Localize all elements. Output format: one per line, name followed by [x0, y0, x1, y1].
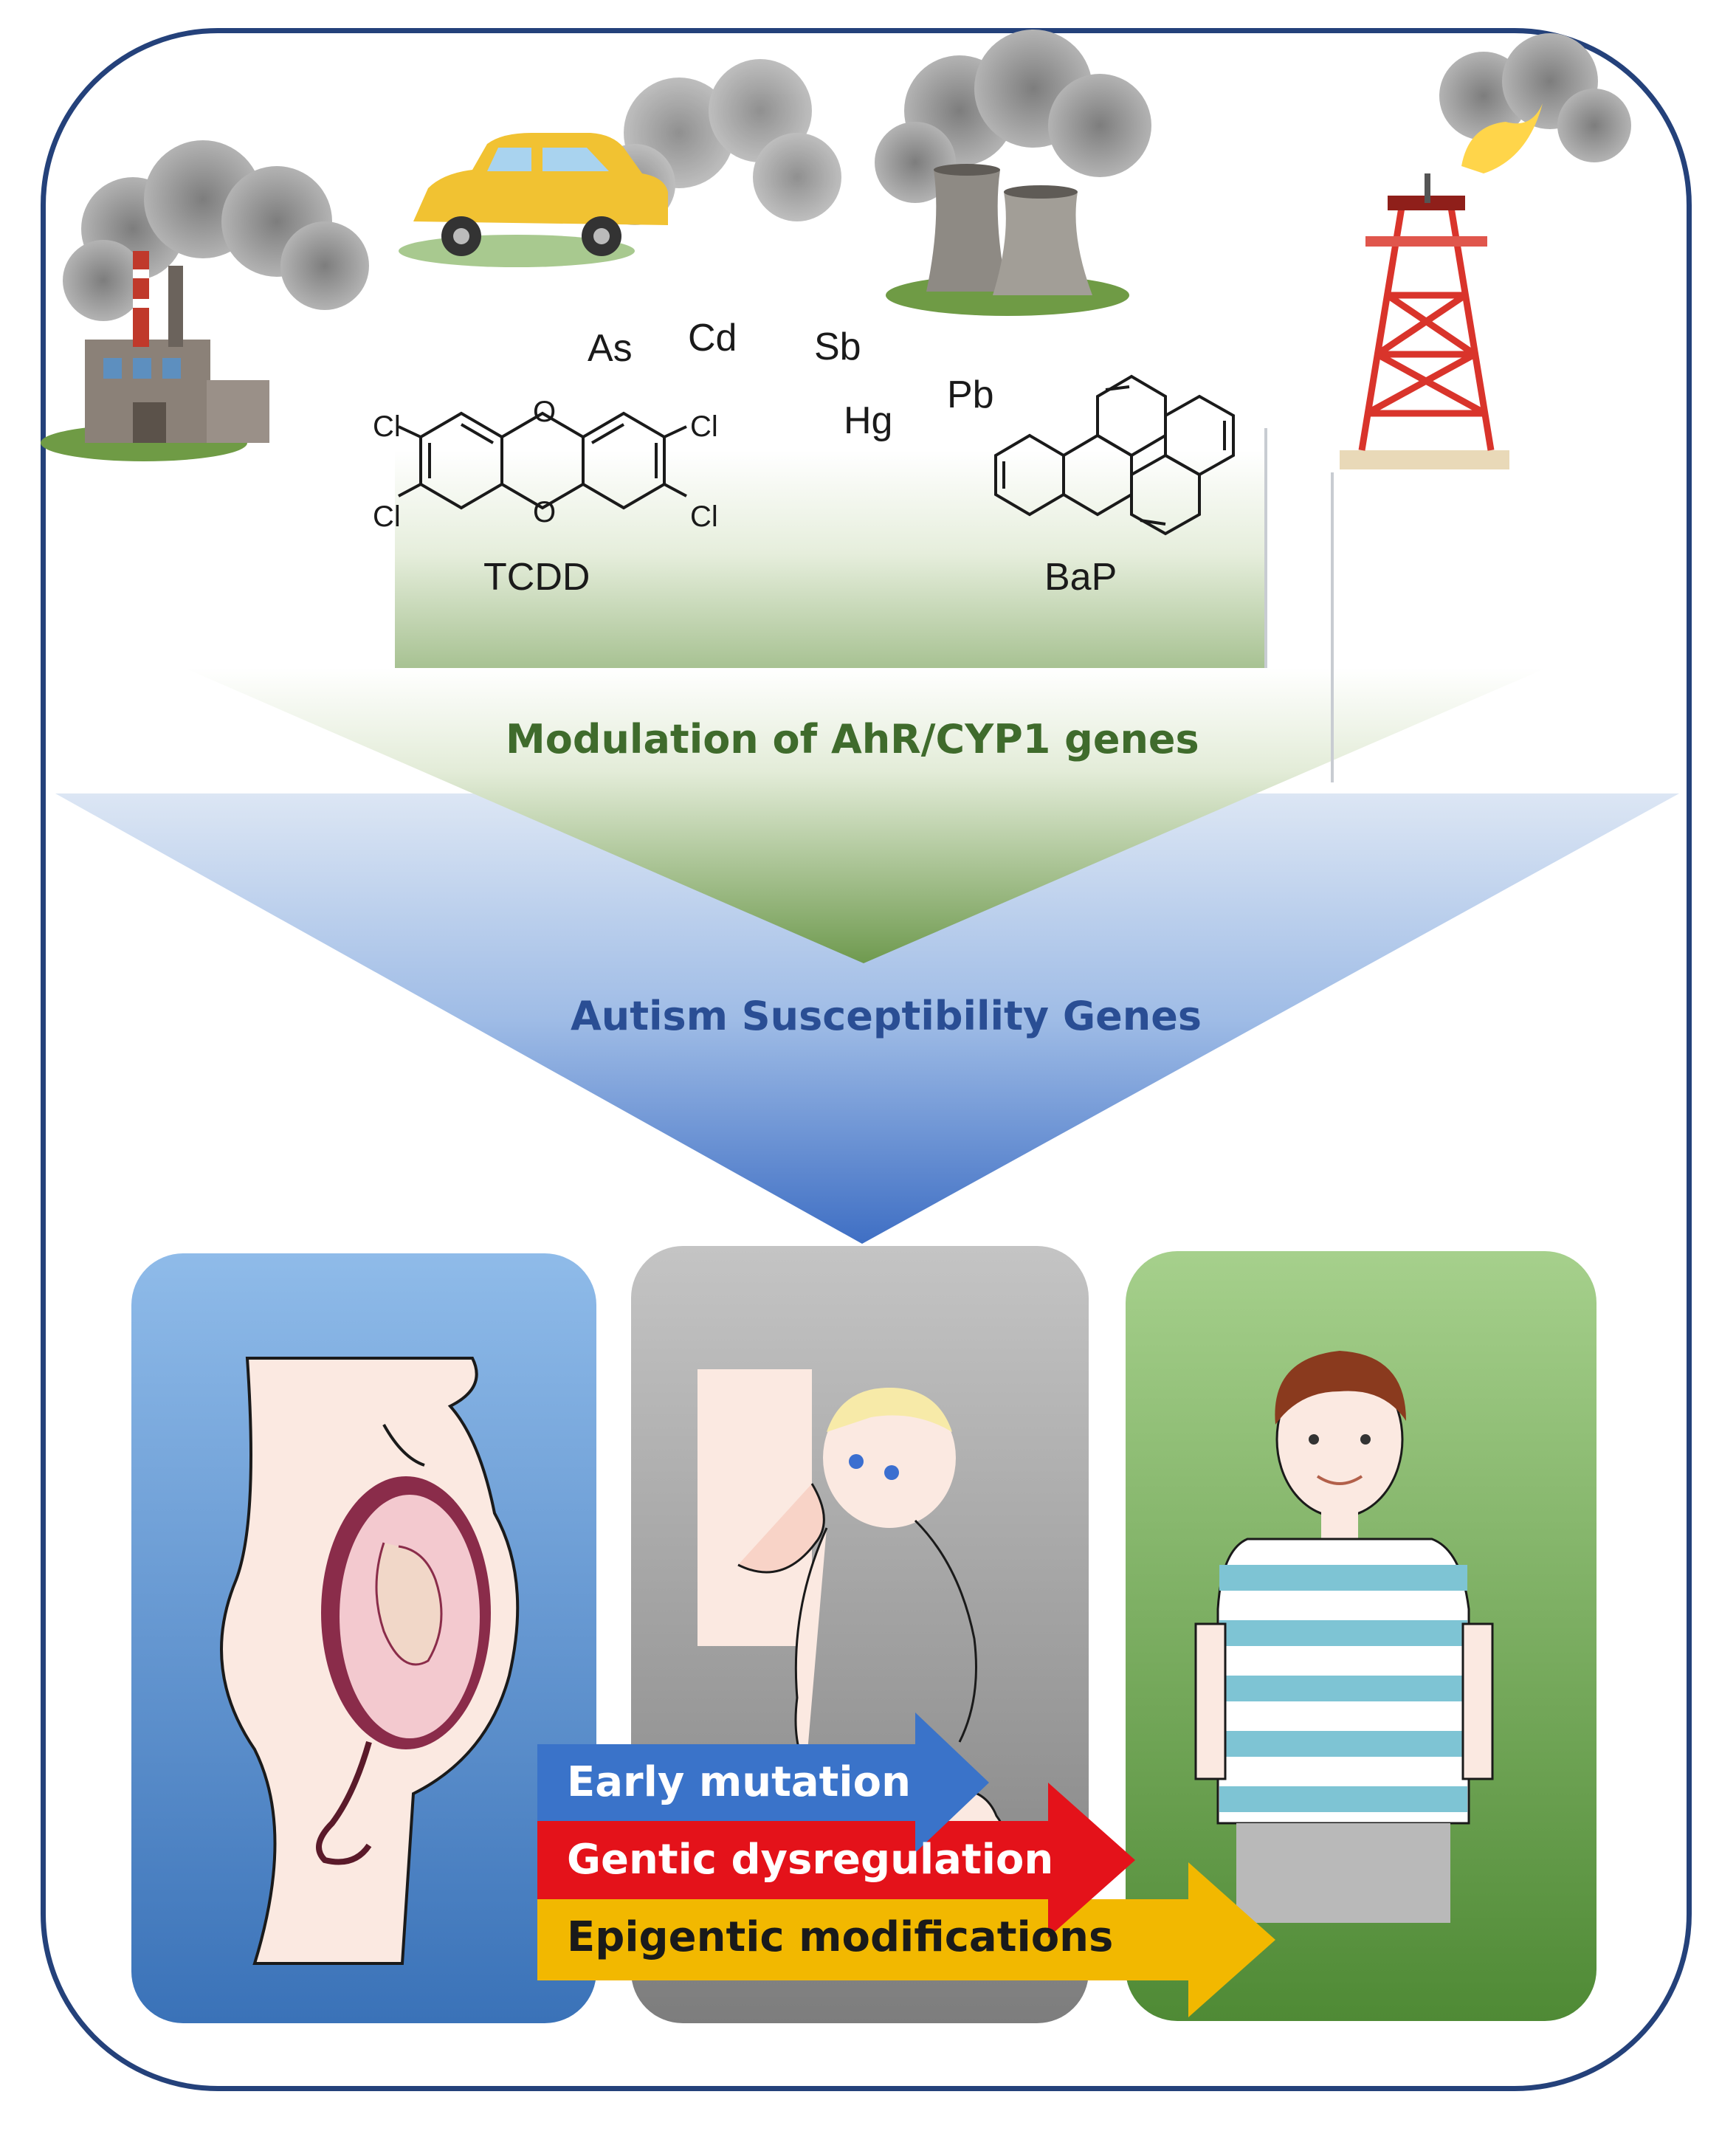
boy-icon: [1194, 1351, 1494, 1923]
tcdd-structure-icon: [398, 411, 687, 510]
effect-label-mutation: Early mutation: [567, 1758, 911, 1806]
pregnant-woman-icon: [220, 1357, 520, 1965]
element-label-sb: Sb: [814, 326, 861, 368]
effect-arrow-epigenetic: [537, 1862, 1275, 2017]
tcdd-cl-label: Cl: [373, 410, 401, 443]
tcdd-o-label: O: [533, 396, 557, 428]
effect-arrow-mutation: [537, 1712, 989, 1853]
lower-funnel-arrow: [55, 793, 1679, 1244]
effect-label-genetic: Gentic dysregulation: [567, 1836, 1054, 1884]
element-label-cd: Cd: [688, 317, 737, 359]
factory-icon: [41, 140, 369, 461]
tcdd-cl-label: Cl: [373, 500, 401, 533]
tcdd-cl-label: Cl: [690, 410, 718, 443]
tcdd-o-label: O: [533, 496, 557, 529]
tcdd-cl-label: Cl: [690, 500, 718, 533]
upper-arrow-label: Modulation of AhR/CYP1 genes: [506, 716, 1199, 762]
upper-funnel-arrow: [185, 668, 1546, 963]
oil-rig-icon: [1340, 33, 1631, 469]
bap-structure-icon: [994, 374, 1235, 536]
car-icon: [399, 59, 841, 267]
lower-arrow-label: Autism Susceptibility Genes: [571, 993, 1202, 1039]
compound-label-tcdd: TCDD: [483, 556, 590, 599]
element-label-pb: Pb: [947, 373, 994, 416]
effect-label-epigenetic: Epigentic modifications: [567, 1913, 1114, 1961]
element-label-hg: Hg: [844, 399, 893, 442]
element-label-as: As: [588, 327, 633, 370]
cooling-tower-icon: [875, 30, 1151, 316]
compound-label-bap: BaP: [1044, 556, 1117, 599]
effect-arrow-genetic: [537, 1783, 1135, 1938]
